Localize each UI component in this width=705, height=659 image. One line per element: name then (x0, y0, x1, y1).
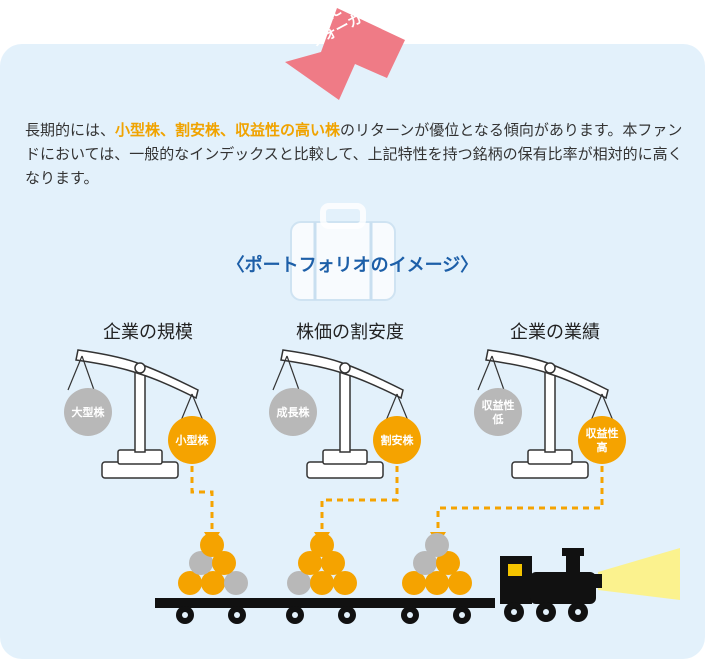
intro-text: 長期的には、小型株、割安株、収益性の高い株のリターンが優位となる傾向があります。… (25, 118, 695, 190)
ball-value (373, 416, 421, 464)
scale-label-size: 企業の規模 (103, 322, 193, 343)
dashed-arrows (190, 466, 604, 532)
ball-label-low-profit-1: 収益性 (482, 398, 515, 412)
cart-1-balls (178, 533, 248, 595)
scale-label-profit: 企業の業績 (510, 322, 600, 343)
suitcase-icon (290, 203, 396, 301)
cart-3 (380, 598, 495, 624)
ball-label-high-profit-1: 収益性 (586, 426, 619, 440)
locomotive-icon (500, 548, 680, 622)
background-panel (0, 44, 705, 659)
section-title: 〈ポートフォリオのイメージ〉 (226, 255, 479, 276)
ball-label-high-profit-2: 高 (597, 440, 608, 454)
cart-3-balls (402, 533, 472, 595)
ball-label-low-profit-2: 低 (492, 412, 504, 426)
ball-small-cap (168, 416, 216, 464)
cart-1 (155, 598, 270, 624)
ball-high-profit (578, 416, 626, 464)
cart-2 (265, 598, 380, 624)
focus-arrow-icon (285, 8, 405, 100)
intro-after: のリターンが優位となる傾向があります。本ファンドにおいては、一般的なインデックス… (25, 121, 683, 187)
ball-low-profit (474, 388, 522, 436)
scale-label-value: 株価の割安度 (296, 322, 404, 343)
ball-label-large-cap: 大型株 (72, 405, 106, 419)
ball-growth (269, 388, 317, 436)
ball-label-growth: 成長株 (277, 405, 311, 419)
cart-2-balls (287, 533, 357, 595)
ball-label-small-cap: 小型株 (175, 433, 210, 447)
intro-before: 長期的には、 (25, 121, 116, 139)
intro-highlight: 小型株、割安株、収益性の高い株 (115, 121, 341, 139)
ball-large-cap (64, 388, 112, 436)
ball-label-value: 割安株 (381, 433, 415, 447)
